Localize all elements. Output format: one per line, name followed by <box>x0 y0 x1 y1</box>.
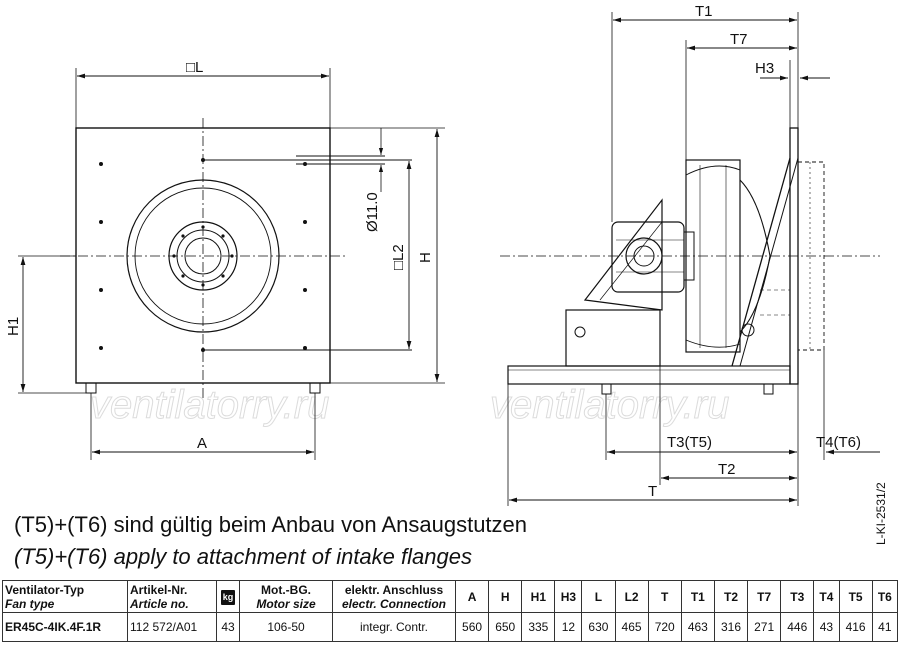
note-german: (T5)+(T6) sind gültig beim Anbau von Ans… <box>14 512 528 537</box>
cell-dim-H1: 335 <box>521 612 556 642</box>
dim-label-T2: T2 <box>718 461 736 478</box>
dim-label-T4T6: T4(T6) <box>816 434 861 451</box>
cell-dim-A: 560 <box>454 612 490 642</box>
side-view <box>500 12 880 506</box>
cell-dim-T7: 271 <box>747 612 782 642</box>
header-fan-type: Ventilator-Typ Fan type <box>2 580 128 613</box>
header-dim-H1: H1 <box>521 580 556 613</box>
cell-dim-T3: 446 <box>780 612 815 642</box>
header-dim-T1: T1 <box>680 580 715 613</box>
header-article-de: Artikel-Nr. <box>130 582 188 597</box>
header-motor-de: Mot.-BG. <box>261 582 311 597</box>
watermark-right: ventilatorry.ru <box>490 383 729 427</box>
cell-dim-T2: 316 <box>713 612 749 642</box>
dim-label-A: A <box>197 435 207 452</box>
header-dim-T5: T5 <box>838 580 873 613</box>
cell-dim-H3: 12 <box>554 612 583 642</box>
document-reference: L-KI-2531/2 <box>874 482 888 545</box>
table-row: ER45C-4IK.4F.1R 112 572/A01 43 106-50 in… <box>2 612 899 642</box>
header-dim-T6: T6 <box>871 580 899 613</box>
header-dim-H: H <box>488 580 523 613</box>
header-connection: elektr. Anschluss electr. Connection <box>332 580 456 613</box>
header-dim-T2: T2 <box>713 580 749 613</box>
header-dim-T4: T4 <box>813 580 840 613</box>
cell-dim-T: 720 <box>647 612 682 642</box>
dim-label-T: T <box>648 483 657 500</box>
cell-dim-T4: 43 <box>813 612 840 642</box>
header-dim-L2: L2 <box>614 580 649 613</box>
header-dim-A: A <box>454 580 490 613</box>
spec-table-header: Ventilator-Typ Fan type Artikel-Nr. Arti… <box>2 580 899 613</box>
dim-label-T3T5: T3(T5) <box>667 434 712 451</box>
header-dim-T: T <box>647 580 682 613</box>
cell-motor: 106-50 <box>239 612 333 642</box>
header-motor-en: Motor size <box>256 596 316 611</box>
dim-label-L: □L <box>186 59 203 76</box>
cell-fan-type: ER45C-4IK.4F.1R <box>2 612 128 642</box>
header-fan-type-de: Ventilator-Typ <box>5 582 85 597</box>
dim-label-H1: H1 <box>5 317 22 336</box>
header-motor: Mot.-BG. Motor size <box>239 580 333 613</box>
header-dim-T3: T3 <box>780 580 815 613</box>
technical-drawing: ventilatorry.ru ventilatorry.ru <box>5 3 880 506</box>
dim-label-H: H <box>417 252 434 263</box>
cell-dim-L2: 465 <box>614 612 649 642</box>
cell-connection: integr. Contr. <box>332 612 456 642</box>
cell-dim-T5: 416 <box>838 612 873 642</box>
cell-dim-H: 650 <box>488 612 523 642</box>
header-article-en: Article no. <box>130 596 189 611</box>
dim-label-L2: □L2 <box>390 244 407 270</box>
front-view <box>18 68 445 460</box>
dim-label-diameter: Ø11.0 <box>364 192 381 232</box>
cell-dim-T1: 463 <box>680 612 715 642</box>
header-dim-L: L <box>581 580 616 613</box>
note-english: (T5)+(T6) apply to attachment of intake … <box>14 544 472 569</box>
spec-table: Ventilator-Typ Fan type Artikel-Nr. Arti… <box>2 580 899 642</box>
header-article: Artikel-Nr. Article no. <box>127 580 217 613</box>
header-fan-type-en: Fan type <box>5 596 55 611</box>
watermark-left: ventilatorry.ru <box>90 383 329 427</box>
header-connection-en: electr. Connection <box>341 596 447 611</box>
header-weight: kg <box>216 580 240 613</box>
dim-label-T1: T1 <box>695 3 713 20</box>
header-dim-H3: H3 <box>554 580 583 613</box>
header-dim-T7: T7 <box>747 580 782 613</box>
dim-label-T7: T7 <box>730 31 748 48</box>
cell-dim-L: 630 <box>581 612 616 642</box>
cell-article: 112 572/A01 <box>127 612 217 642</box>
weight-kg-icon: kg <box>220 589 236 605</box>
dim-label-H3: H3 <box>755 60 774 77</box>
cell-dim-T6: 41 <box>871 612 899 642</box>
cell-weight: 43 <box>216 612 240 642</box>
header-connection-de: elektr. Anschluss <box>344 582 444 597</box>
